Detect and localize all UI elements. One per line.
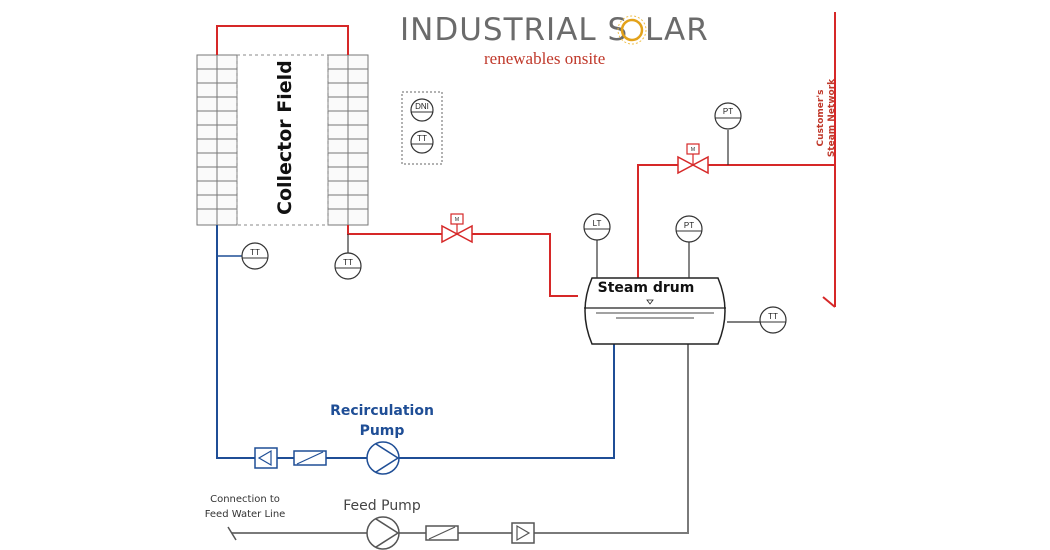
collector-return-pipe [216,225,255,459]
collector-outlet-pipe [347,225,442,235]
drum-steam-outlet [637,164,678,278]
drum-pressure-pt: PT [675,215,703,278]
industrial-solar-logo: INDUSTRIAL S LAR renewables onsite [400,12,709,68]
recirculation-strainer [293,450,327,466]
logo-title-end: LAR [645,12,709,48]
recirculation-piping [216,225,615,459]
collector-inlet-tt-label: TT [250,248,260,257]
steam-valve-actuator-label: M [691,147,695,153]
steam-control-valve: M [677,143,709,175]
drum-tt-label: TT [768,312,778,321]
steam-valve-actuator-icon [686,143,700,155]
valve-actuator-icon [450,213,464,225]
collector-field-boundary [236,54,329,226]
drum-bottom-outlet [399,344,615,459]
collector-top-loop [216,25,349,55]
network-end-tick [822,296,836,308]
collector-field: Collector Field [196,54,369,226]
collector-outlet-tt-label: TT [343,258,353,267]
feed-check-valve [511,522,535,544]
collector-inlet-tt: TT [217,242,269,270]
collector-field-label: Collector Field [274,60,296,215]
feed-water-connection-label-1: Connection to [210,494,280,505]
valve-actuator-label: M [455,217,459,223]
ambient-tt-label: TT [417,134,427,143]
collector-outlet-tt: TT [334,234,362,280]
ambient-temperature-sensor: TT [410,130,434,154]
weather-sensor-box: DNI TT [401,91,443,165]
feed-strainer [425,525,459,541]
customer-network-label-2: Steam Network [827,78,837,157]
network-pressure-pt: PT [714,102,742,165]
collector-left-grid [196,54,238,226]
recirculation-pump-icon [366,441,400,475]
sun-icon [617,15,647,45]
collector-control-valve: M [441,213,473,244]
feed-pump-icon [366,516,400,550]
drum-lt-label: LT [593,219,602,228]
drum-level-lt: LT [583,213,611,278]
feed-to-drum-pipe [534,344,689,534]
network-pt-label: PT [723,107,733,116]
hot-piping [216,12,836,308]
dni-sensor: DNI [410,98,434,122]
recirculation-check-valve [254,447,278,469]
customer-network-label: Customer's Steam Network [816,78,837,157]
feed-water-piping [227,344,689,541]
steam-drum-label: Steam drum [598,280,695,296]
level-indicator-icon [646,299,654,305]
drum-temperature-tt: TT [727,306,787,334]
logo-title: INDUSTRIAL S [400,12,628,48]
collector-right-grid [327,54,369,226]
drum-pt-label: PT [684,221,694,230]
steam-drum: Steam drum [584,277,726,345]
logo-tagline: renewables onsite [484,49,605,68]
feed-pump-label: Feed Pump [343,498,421,514]
logo-title-start: INDUSTRIAL S [400,12,628,48]
dni-sensor-label: DNI [415,102,429,111]
drum-inlet-pipe [472,233,578,297]
recirculation-pump-label-2: Pump [360,423,405,439]
feed-water-connection-label-2: Feed Water Line [205,509,286,520]
customer-network-label-1: Customer's [816,90,826,147]
recirculation-pump-label-1: Recirculation [330,403,434,419]
